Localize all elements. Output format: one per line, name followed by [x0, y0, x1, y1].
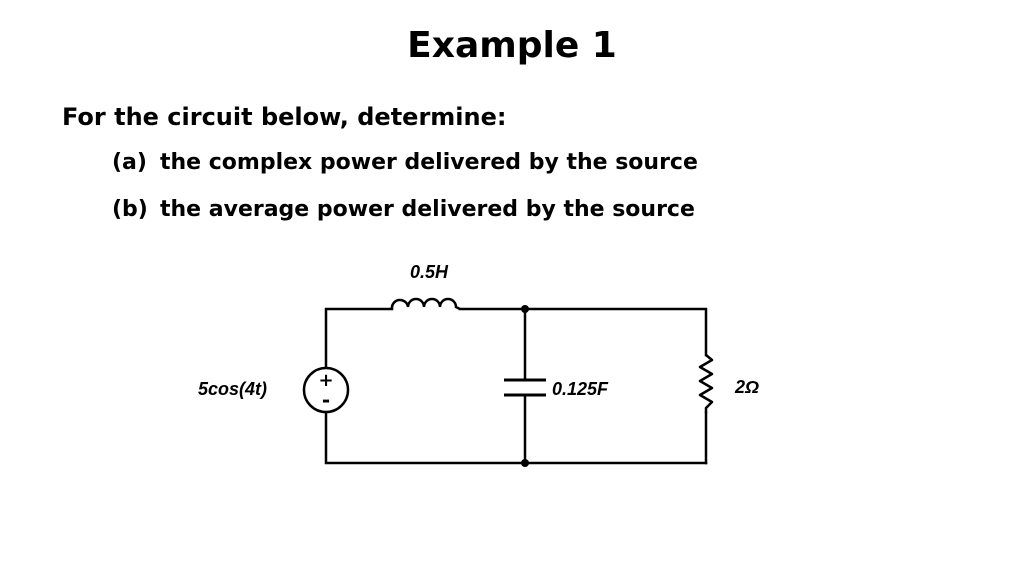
- question-item-b: (b) the average power delivered by the so…: [112, 195, 695, 225]
- capacitor-symbol: [504, 378, 546, 397]
- wire-left-top: [324, 307, 394, 370]
- source-label: 5cos(4t): [198, 379, 267, 399]
- question-marker-b: (b): [112, 197, 148, 222]
- inductor-symbol: [390, 297, 461, 311]
- resistor-symbol: [698, 354, 714, 413]
- voltage-source: + -: [302, 366, 350, 414]
- node-dot-bottom: [521, 459, 529, 467]
- resistor-label: 2Ω: [734, 377, 759, 397]
- question-marker-a: (a): [112, 150, 147, 175]
- wire-top: [458, 307, 708, 357]
- question-text-a: the complex power delivered by the sourc…: [160, 150, 698, 175]
- node-dot-top: [521, 305, 529, 313]
- question-text-b: the average power delivered by the sourc…: [160, 197, 695, 222]
- problem-prompt: For the circuit below, determine:: [62, 103, 507, 131]
- slide-title: Example 1: [407, 25, 617, 66]
- voltage-source-circle: [302, 366, 350, 414]
- source-plus-sign: +: [318, 370, 333, 391]
- capacitor-label: 0.125F: [552, 379, 609, 399]
- wire-left-bottom: [324, 410, 708, 465]
- inductor-label: 0.5H: [410, 262, 449, 282]
- source-minus-sign: -: [322, 388, 330, 412]
- question-item-a: (a) the complex power delivered by the so…: [112, 148, 698, 178]
